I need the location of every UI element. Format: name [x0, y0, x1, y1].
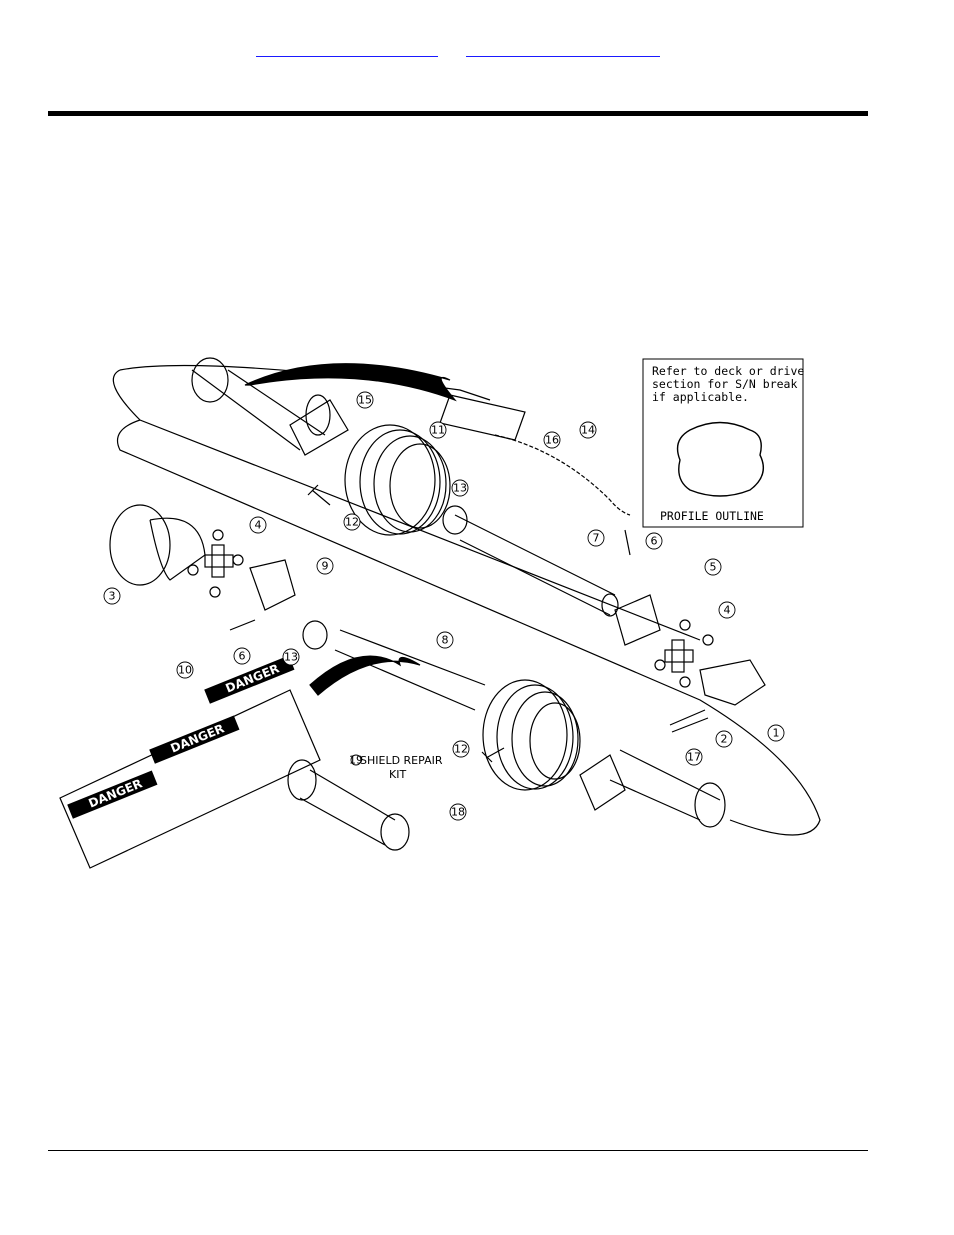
part-18-bellows	[482, 679, 581, 791]
callout-10: 10	[176, 661, 194, 679]
callout-label-9: 9	[322, 560, 329, 573]
callout-label-10: 10	[178, 664, 192, 677]
callout-label-14: 14	[581, 424, 595, 437]
outer-shield-lower-tube	[609, 749, 721, 821]
outer-shield-lower	[116, 419, 821, 836]
note-line-1: Refer to deck or drive	[652, 364, 804, 378]
part-17-cone	[579, 754, 626, 811]
part-19-shield-kit	[287, 759, 410, 851]
outer-shield-upper-tube	[191, 369, 326, 451]
part-6-pin-right	[624, 529, 631, 556]
callout-label-3: 3	[109, 590, 116, 603]
header-link-1[interactable]	[256, 38, 438, 57]
outer-shield-upper	[112, 364, 701, 641]
part-3-yoke	[109, 504, 206, 586]
callout-label-8: 8	[442, 634, 449, 647]
footer-rule	[48, 1150, 868, 1151]
callout-15: 15	[356, 391, 374, 409]
callout-6: 6	[233, 647, 251, 665]
part-6-pin-left	[229, 619, 256, 631]
callout-12: 12	[343, 513, 361, 531]
part-14-chain	[494, 434, 631, 516]
profile-caption: PROFILE OUTLINE	[660, 509, 764, 523]
callout-label-17: 17	[687, 751, 701, 764]
callout-label-12: 12	[345, 516, 359, 529]
callout-3: 3	[103, 587, 121, 605]
callout-label-1: 1	[773, 727, 780, 740]
shield-kit-line-2: KIT	[389, 768, 406, 781]
note-box: Refer to deck or drive section for S/N b…	[642, 358, 804, 528]
part-7-tube	[454, 514, 616, 616]
part-12-bolt-upper	[307, 484, 331, 506]
part-8-tube	[334, 629, 486, 711]
callout-9: 9	[316, 557, 334, 575]
callout-6: 6	[645, 532, 663, 550]
callout-13: 13	[282, 648, 300, 666]
callout-label-2: 2	[721, 733, 728, 746]
part-9-yoke	[249, 559, 296, 611]
callout-label-7: 7	[593, 532, 600, 545]
arrow-upper	[244, 363, 457, 402]
callout-label-4: 4	[255, 519, 262, 532]
callout-17: 17	[685, 748, 703, 766]
part-13-bearing-lower	[302, 620, 328, 650]
callout-label-5: 5	[710, 561, 717, 574]
callout-7: 7	[587, 529, 605, 547]
part-5-yoke	[614, 594, 661, 646]
callout-1: 1	[767, 724, 785, 742]
part-11-bellows	[344, 424, 451, 536]
part-12-bolt-lower	[481, 747, 505, 763]
outer-shield-end-left	[191, 357, 229, 403]
callout-13: 13	[451, 479, 469, 497]
callout-label-19: 19	[349, 754, 363, 767]
callout-5: 5	[704, 558, 722, 576]
part-16-decal	[439, 394, 526, 441]
part-13-bearing-upper	[442, 505, 468, 535]
callout-11: 11	[429, 421, 447, 439]
shield-kit-line-1: SHIELD REPAIR	[360, 754, 443, 767]
callout-2: 2	[715, 730, 733, 748]
note-line-3: if applicable.	[652, 390, 749, 404]
callout-label-18: 18	[451, 806, 465, 819]
callout-label-13: 13	[284, 651, 298, 664]
arrow-lower	[309, 655, 421, 696]
part-4-cross-left	[187, 529, 244, 598]
callout-label-6: 6	[239, 650, 246, 663]
callout-label-11: 11	[431, 424, 445, 437]
profile-outline-shape	[676, 421, 764, 497]
callout-label-12: 12	[454, 743, 468, 756]
note-line-2: section for S/N break	[652, 377, 797, 391]
header-rule	[48, 111, 868, 116]
header-link-2[interactable]	[466, 38, 660, 57]
callout-4: 4	[718, 601, 736, 619]
pto-driveline-exploded-diagram: DANGER DANGER DANGER Refer to deck or dr…	[59, 357, 821, 869]
callout-label-16: 16	[545, 434, 559, 447]
part-10-danger-decal: DANGER DANGER DANGER	[59, 655, 321, 869]
callout-label-4: 4	[724, 604, 731, 617]
callout-14: 14	[579, 421, 597, 439]
callout-label-6: 6	[651, 535, 658, 548]
part-1-yoke-right	[699, 659, 766, 706]
part-15-rim	[305, 394, 331, 436]
callout-16: 16	[543, 431, 561, 449]
callout-label-15: 15	[358, 394, 372, 407]
callout-18: 18	[449, 803, 467, 821]
callout-19: 19	[349, 754, 363, 767]
part-15-cone	[289, 399, 349, 456]
callout-label-13: 13	[453, 482, 467, 495]
part-4-cross-right	[654, 619, 714, 688]
callout-12: 12	[452, 740, 470, 758]
callout-4: 4	[249, 516, 267, 534]
part-2-spring	[669, 709, 709, 733]
callout-8: 8	[436, 631, 454, 649]
outer-shield-end-right	[694, 782, 726, 828]
part-7-end	[601, 593, 619, 617]
